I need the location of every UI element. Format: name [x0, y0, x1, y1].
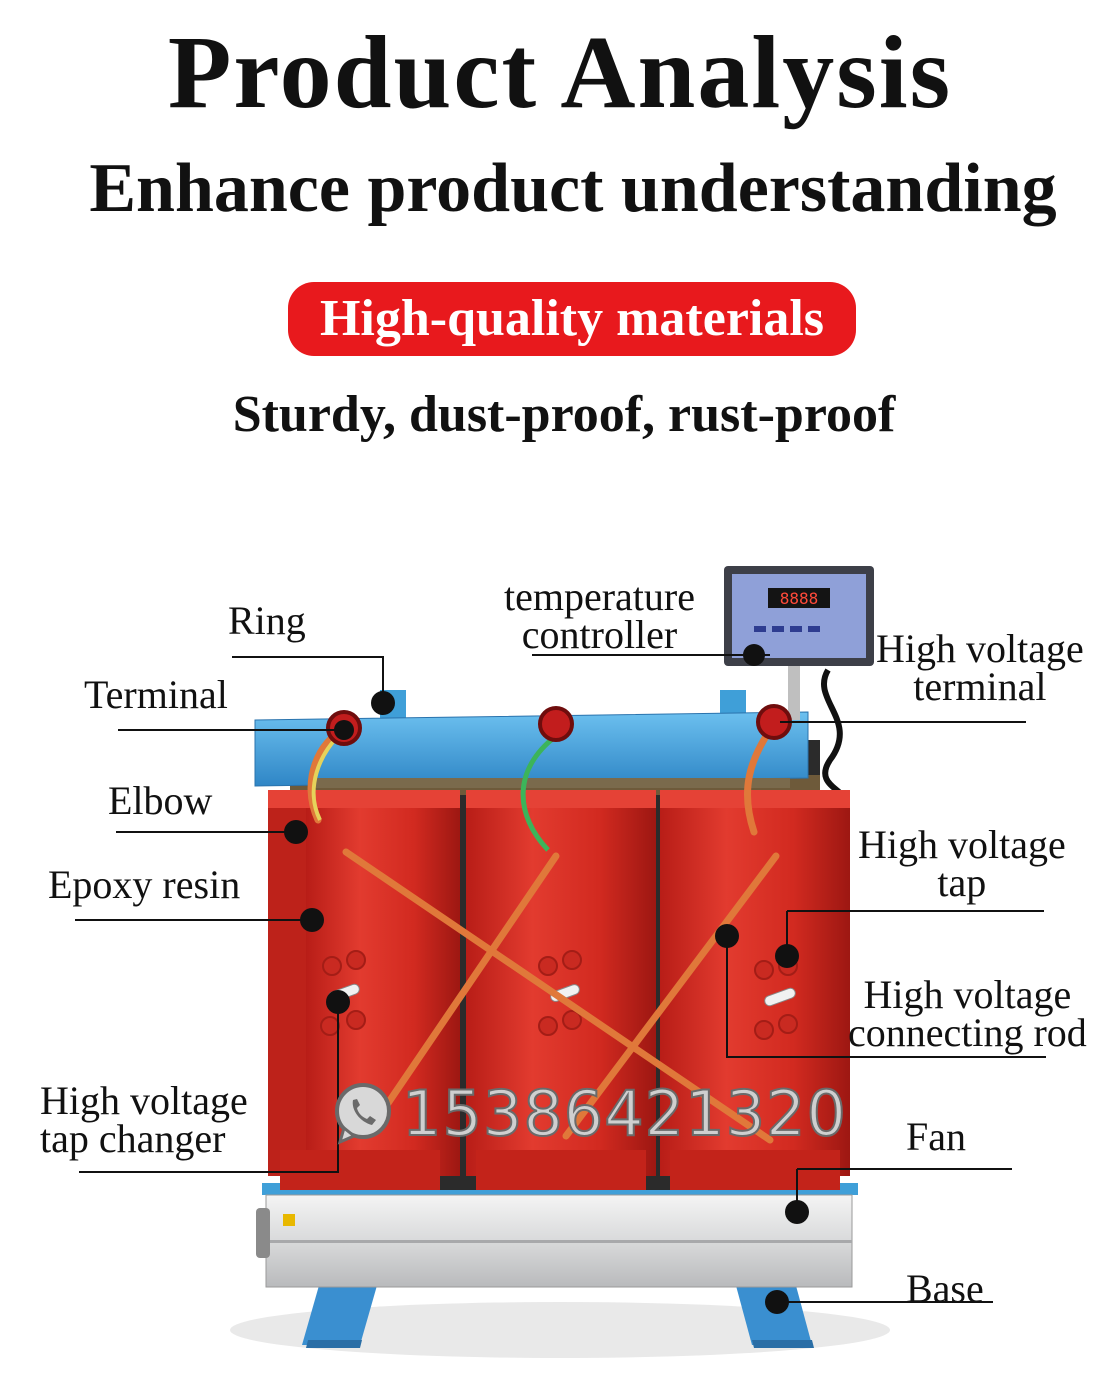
ground-cable [520, 734, 558, 852]
callout-dots [284, 644, 809, 1314]
page-subtitle: Enhance product understanding [89, 150, 1057, 227]
coil-right [660, 790, 850, 1190]
page-title: Product Analysis [167, 15, 953, 130]
temperature-controller-device: 8888 [724, 566, 874, 666]
label-temperature-controller: temperature controller [504, 574, 695, 657]
whatsapp-icon [335, 1083, 391, 1145]
fan-housing [256, 1183, 858, 1288]
label-hv-terminal: High voltage terminal [876, 626, 1084, 709]
watermark-phone: 15386421320 [401, 1076, 847, 1151]
tagline: Sturdy, dust-proof, rust-proof [232, 386, 896, 443]
label-elbow: Elbow [108, 778, 213, 823]
quality-badge: High-quality materials [288, 282, 856, 356]
label-terminal: Terminal [84, 672, 228, 717]
watermark: 15386421320 [330, 1076, 847, 1151]
label-ring: Ring [228, 598, 306, 643]
transformer-diagram: 8888 [75, 566, 1046, 1358]
coil-middle [466, 790, 656, 1190]
label-hv-connecting-rod: High voltage connecting rod [848, 972, 1087, 1055]
label-fan: Fan [906, 1114, 966, 1159]
callouts [75, 654, 1046, 1303]
controller-cable [821, 668, 848, 813]
base-feet [302, 1282, 814, 1348]
label-epoxy-resin: Epoxy resin [48, 862, 241, 907]
label-base: Base [906, 1266, 984, 1311]
controller-display: 8888 [780, 589, 819, 608]
floor-shadow [230, 1302, 890, 1358]
label-hv-tap: High voltage tap [858, 822, 1066, 905]
label-hv-tap-changer: High voltage tap changer [40, 1078, 248, 1161]
